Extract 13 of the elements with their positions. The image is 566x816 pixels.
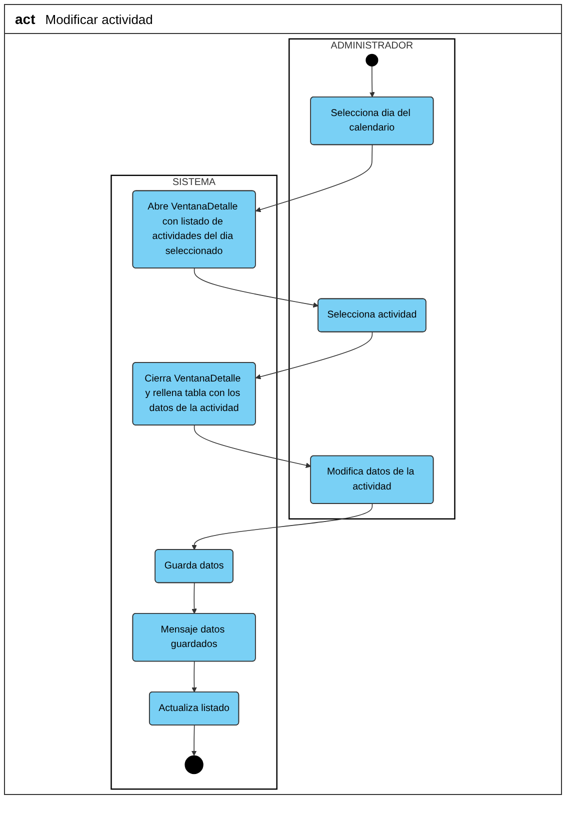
arrow xyxy=(192,582,197,614)
node-circle xyxy=(184,755,204,774)
arrow xyxy=(369,66,375,98)
arrow xyxy=(194,268,319,308)
arrow xyxy=(194,424,312,468)
arrow xyxy=(192,503,373,550)
node-circle xyxy=(366,54,378,66)
arrow xyxy=(255,332,373,380)
diagram-kind-label: act xyxy=(15,11,36,27)
arrow xyxy=(191,724,197,756)
arrow xyxy=(192,661,197,692)
diagram-title: Modificar actividad xyxy=(45,12,153,27)
arrow xyxy=(255,144,373,212)
